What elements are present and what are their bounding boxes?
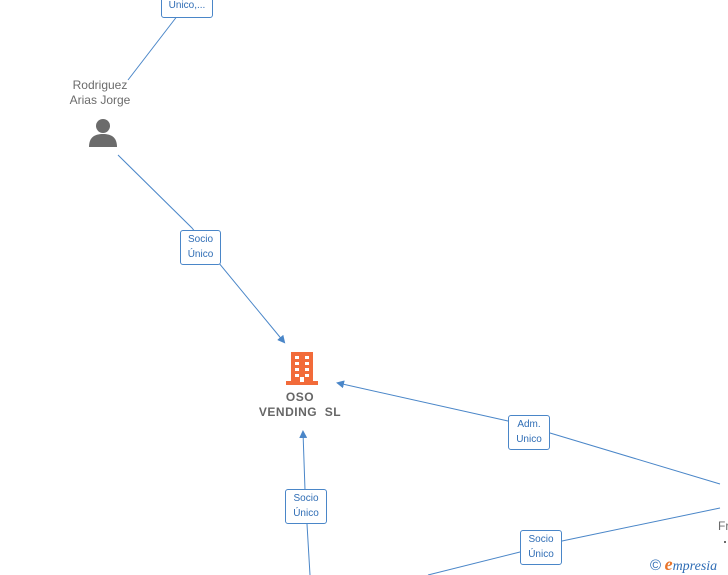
empresia-watermark: © empresia <box>650 554 728 575</box>
edge-label-line1: Socio <box>528 534 554 545</box>
edge-label-adm-unico[interactable]: Adm. Unico <box>508 415 550 450</box>
edge-label-socio-right[interactable]: Socio Único <box>520 530 562 565</box>
person-name-line2: Arias Jorge <box>69 93 131 107</box>
edge-label-line1: Socio <box>293 493 319 504</box>
right-node-dot <box>724 541 726 543</box>
edge-label-line2: Único <box>187 249 214 260</box>
edge-label-line1: Adm. <box>517 419 541 430</box>
company-name-line2: VENDING SL <box>258 405 342 419</box>
person-icon[interactable] <box>88 117 118 147</box>
company-name-line1: OSO <box>285 390 315 404</box>
edge-label-line2: Unico <box>516 434 542 445</box>
edge-label-line2: Único <box>293 508 319 519</box>
person-name-line1: Rodriguez <box>72 78 128 92</box>
person-name-rodriguez[interactable]: Rodriguez Arias Jorge <box>55 78 145 108</box>
building-icon[interactable] <box>286 350 318 386</box>
copyright-symbol: © <box>650 557 662 574</box>
right-node-name-fragment[interactable]: Fr <box>718 519 728 533</box>
edge-label-top-partial[interactable]: Unico,... <box>161 0 213 18</box>
edge-label-line1: Unico,... <box>168 0 206 11</box>
brand-initial: e <box>664 554 673 574</box>
edge-label-socio-top[interactable]: Socio Único <box>180 230 221 265</box>
brand-rest: mpresia <box>672 559 718 574</box>
edge-label-socio-bottom[interactable]: Socio Único <box>285 489 327 524</box>
edge-label-line2: Único <box>528 549 554 560</box>
company-name-oso-vending[interactable]: OSO VENDING SL <box>245 390 355 420</box>
edge-line-top-partial <box>127 14 179 81</box>
edge-label-line1: Socio <box>187 234 213 245</box>
